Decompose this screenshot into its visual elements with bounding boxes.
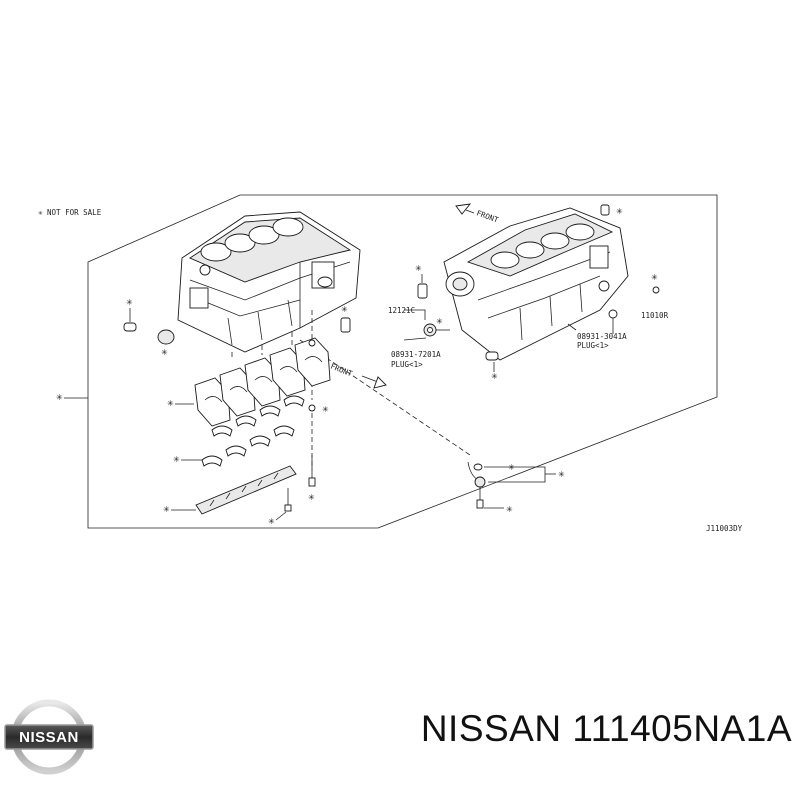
- svg-text:✳: ✳: [491, 372, 498, 381]
- bolts-left: ✳ ✳ ✳: [268, 339, 329, 526]
- front-arrow-mid: FRONT: [329, 362, 387, 389]
- svg-text:✳: ✳: [173, 455, 180, 464]
- right-small-parts: ✳ ✳ ✳ ✳ ✳: [404, 204, 660, 381]
- svg-text:✳: ✳: [163, 505, 170, 514]
- svg-text:✳: ✳: [506, 505, 513, 514]
- label-08931-3041a: 08931-3041A: [577, 332, 627, 341]
- svg-text:✳: ✳: [161, 348, 168, 357]
- svg-text:✳: ✳: [308, 493, 315, 502]
- svg-text:✳: ✳: [167, 399, 174, 408]
- label-08931-3041a-plug: PLUG<1>: [577, 341, 609, 350]
- svg-text:✳: ✳: [651, 273, 658, 282]
- svg-text:✳: ✳: [508, 463, 515, 472]
- svg-text:✳: ✳: [341, 305, 348, 314]
- main-bearing-caps: ✳: [167, 337, 331, 427]
- left-cylinder-block: [177, 211, 361, 353]
- front-arrow-top: FRONT: [455, 203, 500, 225]
- svg-text:✳: ✳: [436, 317, 443, 326]
- nissan-logo: NISSAN: [4, 699, 94, 775]
- svg-text:✳: ✳: [126, 298, 133, 307]
- label-08931-7201a: 08931-7201A: [391, 350, 441, 359]
- svg-text:FRONT: FRONT: [475, 208, 500, 224]
- svg-text:✳: ✳: [322, 405, 329, 414]
- svg-text:✳: ✳: [558, 470, 565, 479]
- label-12121c: 12121C: [388, 306, 415, 315]
- svg-text:✳: ✳: [415, 264, 422, 273]
- oil-jet-assembly: ✳ ✳ ✳: [467, 461, 565, 514]
- diagram-frame: [87, 194, 718, 529]
- label-08931-7201a-plug: PLUG<1>: [391, 360, 423, 369]
- nissan-logo-text: NISSAN: [19, 729, 79, 746]
- svg-text:✳: ✳: [268, 517, 275, 526]
- svg-text:FRONT: FRONT: [329, 362, 354, 379]
- diagram-reference-code: J11003DY: [706, 524, 743, 533]
- left-small-parts: ✳ ✳ ✳: [123, 298, 351, 357]
- product-title: NISSAN 111405NA1A: [420, 708, 792, 749]
- right-cylinder-block: [443, 207, 629, 361]
- label-11010r: 11010R: [641, 311, 669, 320]
- svg-text:✳: ✳: [616, 207, 623, 216]
- bearing-shells: ✳: [173, 395, 305, 467]
- svg-text:✳: ✳: [56, 393, 63, 402]
- ladder-frame: ✳: [163, 465, 297, 515]
- not-for-sale-note: ✳ NOT FOR SALE: [38, 208, 102, 217]
